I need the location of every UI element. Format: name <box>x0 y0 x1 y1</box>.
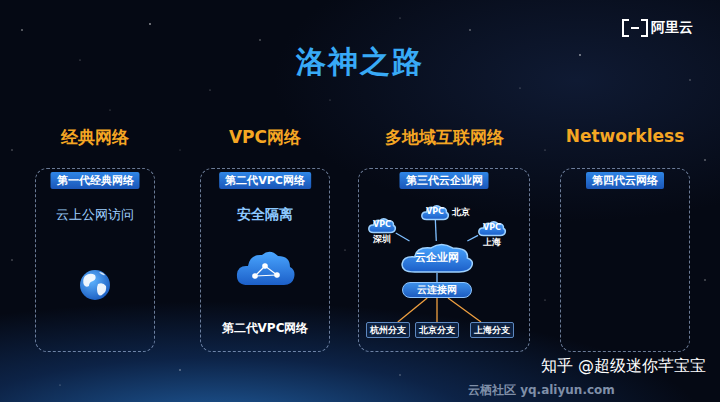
dashed-frame <box>560 168 690 352</box>
watermark: 云栖社区 yq.aliyun.com <box>468 382 615 399</box>
node-label: 云连接网 <box>417 285 457 295</box>
column-heading: 多地域互联网络 <box>385 126 504 149</box>
logo-text: 阿里云 <box>651 19 693 37</box>
column-heading: 经典网络 <box>61 126 129 149</box>
generation-badge: 第四代云网络 <box>586 172 664 189</box>
connector-line <box>398 298 427 322</box>
logo-icon <box>623 20 647 36</box>
connector-line <box>467 235 478 241</box>
generation-badge: 第一代经典网络 <box>51 172 140 189</box>
generation-badge: 第三代云企业网 <box>400 172 489 189</box>
place-label: 北京 <box>452 208 470 217</box>
cloud-node: VPC深圳 <box>368 217 396 233</box>
place-label: 深圳 <box>373 235 391 244</box>
branch-box: 北京分支 <box>415 322 459 338</box>
connector-line <box>396 233 410 241</box>
diagram-title: 洛神之路 <box>0 42 720 83</box>
connector-line <box>436 298 437 322</box>
generation-panel: VPC网络第二代VPC网络安全隔离第二代VPC网络 <box>200 120 330 352</box>
node-label: VPC <box>483 224 501 232</box>
column-heading: VPC网络 <box>229 126 301 149</box>
cloud-node: VPC上海 <box>478 220 506 236</box>
node-label: VPC <box>426 208 444 216</box>
globe-icon <box>80 270 110 300</box>
cloud-node: 云连接网 <box>402 282 472 298</box>
dashed-frame <box>35 168 155 352</box>
connector-line <box>435 220 437 241</box>
connector-line <box>436 273 437 282</box>
branch-box: 杭州分支 <box>366 322 410 338</box>
node-label: 杭州分支 <box>370 326 406 335</box>
panel-footer: 第二代VPC网络 <box>222 320 309 337</box>
node-label: 北京分支 <box>419 326 455 335</box>
column-heading: Networkless <box>566 126 685 146</box>
panel-text: 云上公网访问 <box>56 206 134 224</box>
cloud-node: 云企业网 <box>400 241 474 273</box>
node-label: VPC <box>373 221 391 229</box>
node-label: 云企业网 <box>415 252 459 263</box>
place-label: 上海 <box>483 238 501 247</box>
panel-text: 安全隔离 <box>237 206 293 224</box>
generation-panel: Networkless 第四代云网络 <box>560 120 690 352</box>
cloud-network-icon <box>237 252 295 285</box>
branch-box: 上海分支 <box>470 322 514 338</box>
cloud-node: VPC北京 <box>421 204 449 220</box>
watermark: 知乎 @超级迷你芊宝宝 <box>541 356 706 377</box>
generation-panel: 经典网络第一代经典网络云上公网访问 <box>35 120 155 352</box>
generation-panel: 多地域互联网络第三代云企业网VPC深圳VPC北京VPC上海云企业网云连接网杭州分… <box>358 120 530 352</box>
node-label: 上海分支 <box>474 326 510 335</box>
connector-line <box>448 298 481 322</box>
generation-badge: 第二代VPC网络 <box>219 172 311 189</box>
